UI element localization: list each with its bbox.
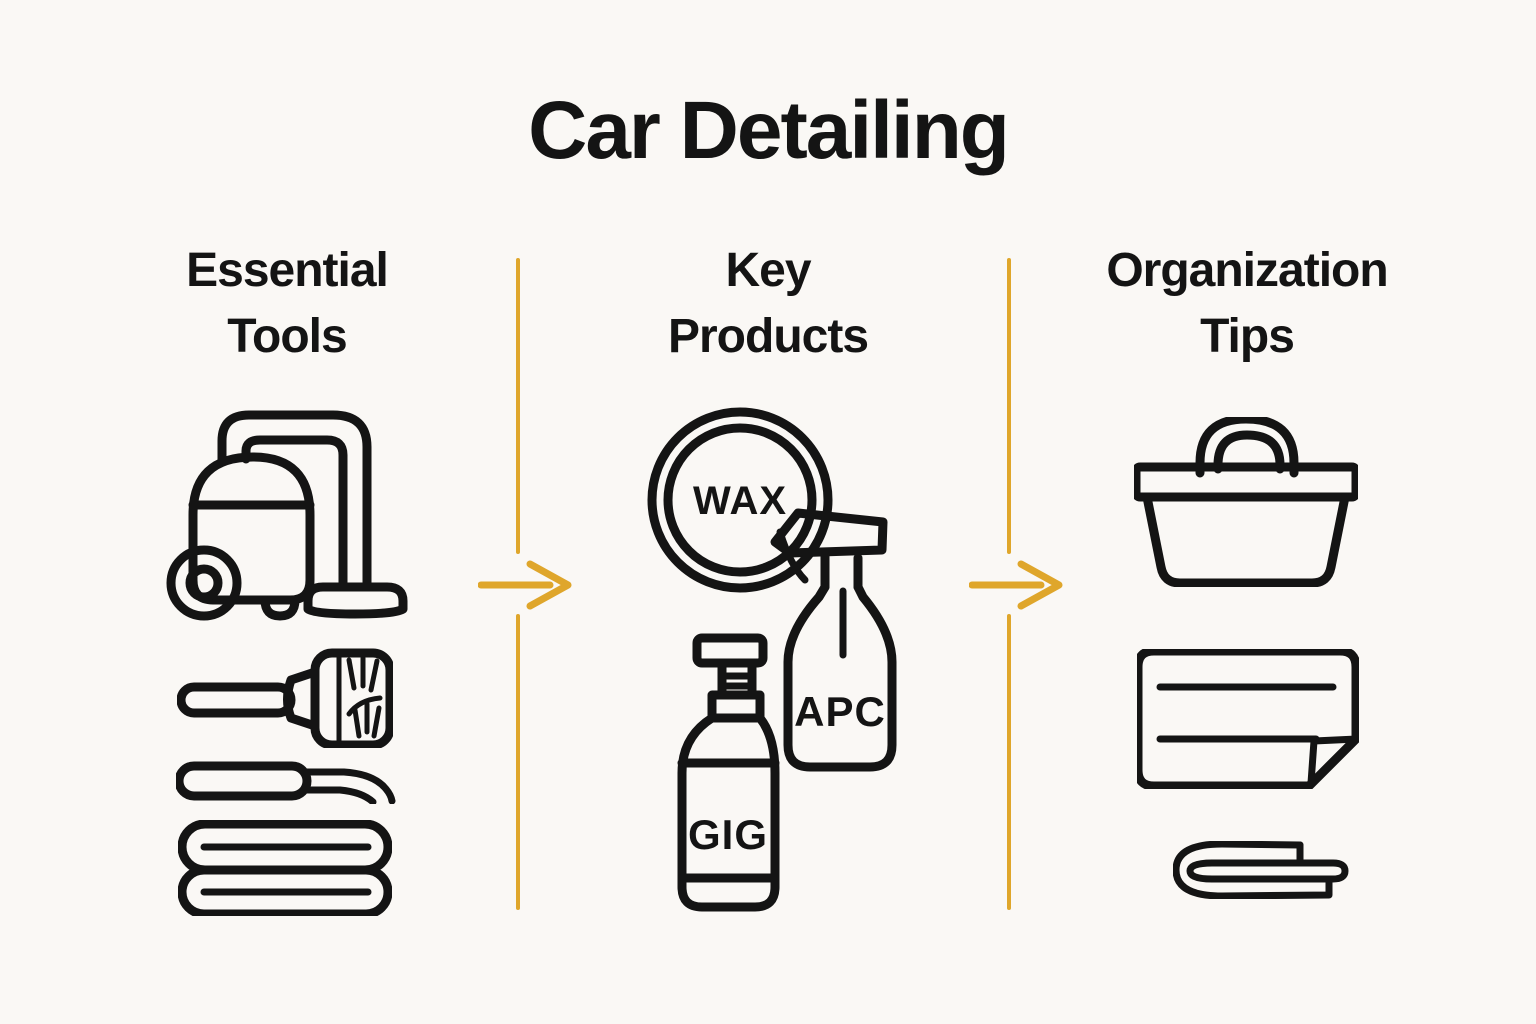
caddy-basket-icon	[1134, 417, 1358, 587]
detailing-pick-icon	[176, 761, 396, 804]
folded-towel-icon	[1173, 841, 1349, 899]
column-heading-key-products: Key Products	[667, 244, 869, 363]
page-title: Car Detailing	[528, 85, 1010, 176]
wax-label: WAX	[693, 479, 787, 523]
divider-line	[1007, 614, 1011, 910]
checklist-note-icon	[1137, 649, 1359, 789]
flow-arrow-icon	[969, 560, 1063, 610]
divider-line	[1007, 258, 1011, 554]
spray-bottle-icon: APC	[783, 582, 897, 772]
detail-brush-icon	[177, 648, 393, 748]
vacuum-icon	[166, 410, 408, 621]
wax-tin-icon: WAX	[647, 407, 833, 593]
column-heading-organization-tips: Organization Tips	[1106, 244, 1388, 363]
applicator-pad-icon	[770, 508, 888, 592]
divider-line	[516, 258, 520, 554]
folded-towels-icon	[178, 820, 392, 916]
gig-label: GIG	[688, 811, 768, 858]
flow-arrow-icon	[478, 560, 572, 610]
key-products-icons: WAX APC GIG	[647, 407, 897, 912]
column-heading-essential-tools: Essential Tools	[186, 244, 389, 363]
divider-line	[516, 614, 520, 910]
apc-label: APC	[794, 688, 886, 735]
pump-bottle-icon: GIG	[677, 633, 780, 912]
